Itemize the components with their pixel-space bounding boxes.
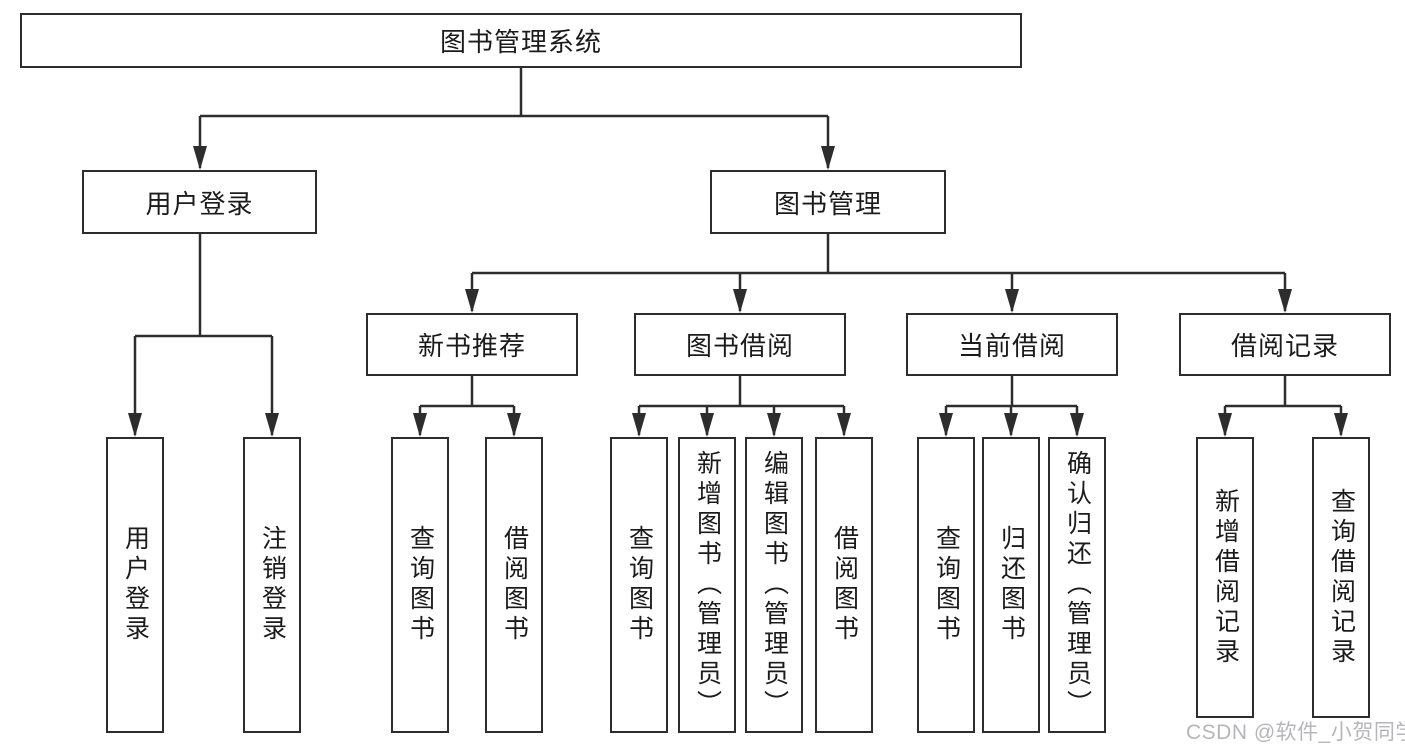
- node-label: 查询图书: [932, 525, 961, 645]
- arrowheads: [128, 146, 1348, 437]
- node-book-borrow: 图书借阅: [634, 313, 846, 376]
- node-bb-add-books-admin: 新增图书（管理员）: [678, 437, 736, 733]
- node-nb-borrow-books: 借阅图书: [485, 437, 543, 733]
- node-br-query-record: 查询借阅记录: [1312, 437, 1370, 718]
- node-br-add-record: 新增借阅记录: [1196, 437, 1254, 718]
- node-bb-edit-books-admin: 编辑图书（管理员）: [745, 437, 803, 733]
- node-borrow-records: 借阅记录: [1179, 313, 1391, 376]
- node-label: 确认归还（管理员）: [1063, 450, 1092, 720]
- node-root: 图书管理系统: [20, 13, 1022, 68]
- node-label: 新增图书（管理员）: [693, 450, 722, 720]
- node-login: 用户登录: [106, 437, 164, 733]
- node-current-borrow: 当前借阅: [906, 313, 1118, 376]
- watermark: CSDN @软件_小贺同学: [1186, 721, 1405, 744]
- node-nb-query-books: 查询图书: [391, 437, 449, 733]
- node-new-book-recommend: 新书推荐: [366, 313, 578, 376]
- node-label: 查询图书: [406, 525, 435, 645]
- node-label: 借阅图书: [500, 525, 529, 645]
- connector-elbows: [133, 68, 1343, 435]
- node-label: 用户登录: [121, 525, 150, 645]
- node-label: 新增借阅记录: [1211, 487, 1240, 668]
- node-logout: 注销登录: [243, 437, 301, 733]
- node-cb-confirm-return-admin: 确认归还（管理员）: [1048, 437, 1106, 733]
- node-book-management: 图书管理: [710, 170, 946, 234]
- node-label: 注销登录: [258, 525, 287, 645]
- node-label: 借阅图书: [830, 525, 859, 645]
- node-label: 编辑图书（管理员）: [760, 450, 789, 720]
- node-cb-return-books: 归还图书: [982, 437, 1040, 733]
- node-label: 查询图书: [625, 525, 654, 645]
- node-bb-borrow-books: 借阅图书: [815, 437, 873, 733]
- node-cb-query-books: 查询图书: [917, 437, 975, 733]
- node-user-login: 用户登录: [82, 170, 317, 234]
- node-bb-query-books: 查询图书: [610, 437, 668, 733]
- node-label: 查询借阅记录: [1327, 487, 1356, 668]
- node-label: 归还图书: [997, 525, 1026, 645]
